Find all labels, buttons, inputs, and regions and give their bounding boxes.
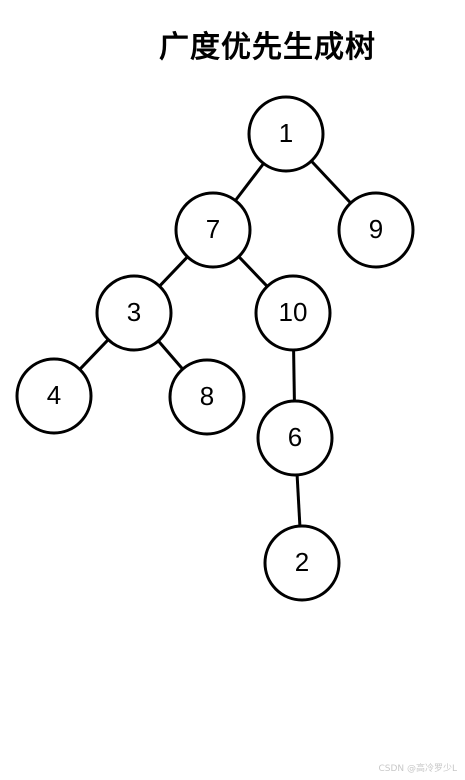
node-label: 2 — [295, 547, 309, 577]
node-circle — [168, 358, 246, 436]
node-label: 10 — [279, 297, 308, 327]
edge-10-6 — [292, 349, 296, 402]
edge-7-3 — [158, 255, 189, 288]
edge-1-9 — [310, 159, 352, 205]
edge-6-2 — [295, 474, 302, 527]
tree-edges — [78, 159, 352, 527]
edge-3-8 — [157, 339, 184, 371]
node-1: 1 — [247, 95, 325, 173]
node-circle — [263, 524, 341, 602]
tree-nodes: 1 7 9 3 10 4 8 6 2 — [15, 95, 415, 602]
node-label: 7 — [206, 214, 220, 244]
node-label: 6 — [288, 422, 302, 452]
node-label: 9 — [369, 214, 383, 244]
node-10: 10 — [254, 274, 332, 352]
node-label: 3 — [127, 297, 141, 327]
node-6: 6 — [256, 399, 334, 477]
node-circle — [247, 95, 325, 173]
edge-1-7 — [234, 162, 265, 202]
diagram-title: 广度优先生成树 — [159, 30, 376, 65]
watermark: CSDN @高冷罗少L — [378, 764, 457, 774]
node-circle — [15, 357, 93, 435]
node-circle — [256, 399, 334, 477]
node-circle — [254, 274, 332, 352]
node-2: 2 — [263, 524, 341, 602]
node-label: 1 — [279, 118, 293, 148]
node-label: 8 — [200, 381, 214, 411]
edge-7-10 — [237, 255, 269, 288]
node-label: 4 — [47, 380, 61, 410]
edge-3-4 — [78, 338, 110, 371]
node-circle — [337, 191, 415, 269]
node-circle — [174, 191, 252, 269]
node-3: 3 — [95, 274, 173, 352]
node-8: 8 — [168, 358, 246, 436]
node-7: 7 — [174, 191, 252, 269]
node-9: 9 — [337, 191, 415, 269]
node-4: 4 — [15, 357, 93, 435]
node-circle — [95, 274, 173, 352]
